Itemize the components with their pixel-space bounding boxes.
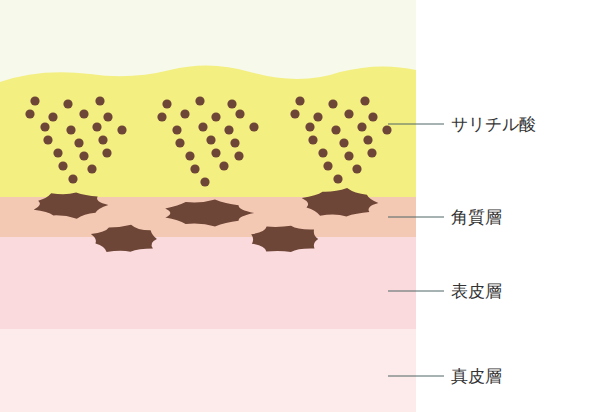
acid-dot [234, 151, 243, 160]
acid-dot [308, 135, 317, 144]
acid-dot [323, 161, 332, 170]
acid-dot [102, 148, 111, 157]
acid-dot [103, 112, 112, 121]
acid-dot [25, 109, 34, 118]
acid-dot [344, 151, 353, 160]
acid-dot [48, 112, 57, 121]
acid-dot [290, 109, 299, 118]
acid-dot [68, 174, 77, 183]
pigment-blob [302, 188, 379, 216]
pigment-blob [34, 193, 109, 219]
acid-dot [162, 99, 171, 108]
pigment-blobs [34, 188, 379, 252]
acid-dot [185, 151, 194, 160]
acid-dot [352, 164, 361, 173]
acid-dot [360, 96, 369, 105]
epidermis-band [0, 237, 416, 329]
acid-dot [74, 138, 83, 147]
acid-dot [230, 138, 239, 147]
acid-dot [175, 138, 184, 147]
pigment-blob [251, 226, 318, 252]
acid-dot [339, 138, 348, 147]
acid-dot [357, 122, 366, 131]
acid-dot [40, 122, 49, 131]
acid-dot [363, 135, 372, 144]
acid-dot [157, 112, 166, 121]
acid-dot [313, 112, 322, 121]
acid-dot [318, 148, 327, 157]
leader-lines [388, 124, 444, 376]
leader-line [388, 291, 444, 292]
pigment-blob [165, 200, 254, 227]
acid-dot [63, 99, 72, 108]
acid-dot [92, 122, 101, 131]
acid-dot [180, 109, 189, 118]
acid-dot [117, 125, 126, 134]
acid-dot [53, 148, 62, 157]
acid-dot [224, 125, 233, 134]
layer-label: 角質層 [451, 207, 502, 227]
acid-dot [333, 174, 342, 183]
acid-dot [58, 161, 67, 170]
leader-line [388, 376, 444, 377]
layer-label: 表皮層 [451, 281, 502, 301]
acid-dot [227, 99, 236, 108]
acid-dot [344, 109, 353, 118]
acid-dot [331, 125, 340, 134]
acid-dot [190, 164, 199, 173]
acid-dots [25, 96, 391, 186]
acid-dot [206, 135, 215, 144]
acid-dot [30, 96, 39, 105]
acid-dot [368, 112, 377, 121]
acid-dot [87, 164, 96, 173]
top-ground [0, 0, 416, 412]
acid-dot [211, 148, 220, 157]
acid-dot [43, 135, 52, 144]
acid-dot [367, 148, 376, 157]
dermis-band [0, 329, 416, 412]
acid-dot [95, 96, 104, 105]
leader-line [388, 124, 444, 125]
acid-dot [79, 109, 88, 118]
acid-dot [211, 112, 220, 121]
layer-label: 真皮層 [451, 366, 502, 386]
acid-dot [328, 99, 337, 108]
acid-dot [195, 96, 204, 105]
acid-dot [235, 109, 244, 118]
acid-dot [249, 122, 258, 131]
acid-dot [79, 151, 88, 160]
acid-dot [382, 125, 391, 134]
acid-dot [66, 125, 75, 134]
leader-line [388, 217, 444, 218]
acid-dot [172, 125, 181, 134]
acid-dot [295, 96, 304, 105]
acid-dot [198, 122, 207, 131]
acid-dot [219, 161, 228, 170]
layer-label: サリチル酸 [451, 114, 536, 134]
pigment-blob [91, 225, 157, 252]
acid-dot [98, 135, 107, 144]
acid-dot [200, 177, 209, 186]
salicylic-layer [0, 65, 416, 197]
acid-dot [305, 122, 314, 131]
